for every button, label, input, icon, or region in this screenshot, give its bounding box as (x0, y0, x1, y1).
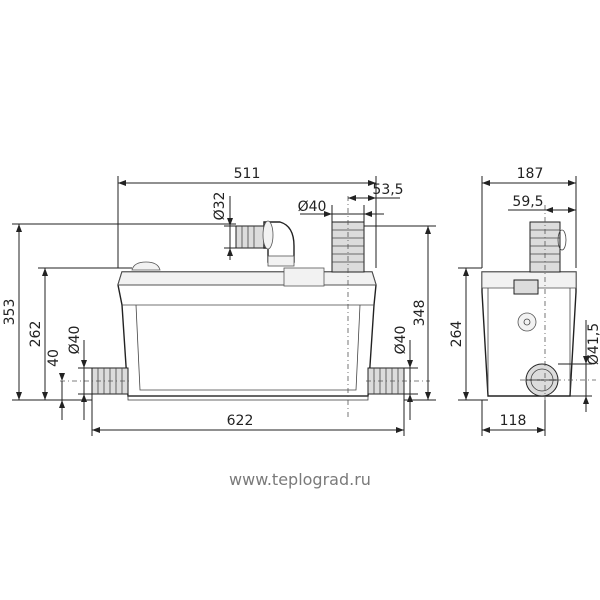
front-lid-cap (131, 261, 161, 271)
dim-side-inlet-d415: Ø41,5 (586, 323, 600, 365)
side-access-plug (517, 312, 537, 332)
dim-side-bottom-offset: 118 (500, 413, 527, 429)
dim-front-offset: 53,5 (372, 182, 403, 198)
side-inlet (525, 363, 559, 397)
dim-front-right-inlet-d40: Ø40 (393, 326, 409, 355)
dim-side-height: 264 (449, 321, 465, 348)
side-top-outlet (529, 221, 567, 273)
dim-side-width: 187 (517, 166, 544, 182)
front-top-box (283, 267, 325, 287)
front-top-inlet-elbow (235, 220, 295, 267)
dim-front-right-height: 348 (412, 300, 428, 327)
dim-front-inlet-d32: Ø32 (212, 192, 228, 221)
dim-front-height-top: 262 (28, 321, 44, 348)
dim-front-top-width: 511 (234, 166, 261, 182)
dim-front-left-inlet-d40: Ø40 (67, 326, 83, 355)
dim-front-left-inlet-height: 40 (46, 349, 62, 367)
watermark-text: www.teplograd.ru (229, 470, 371, 489)
dim-front-bottom-width: 622 (227, 413, 254, 429)
front-housing (117, 271, 377, 397)
front-view: 511 53,5 Ø40 Ø32 353 262 (2, 166, 436, 436)
dim-front-height-total: 353 (2, 299, 18, 326)
front-top-band (117, 271, 377, 286)
dim-side-offset: 59,5 (512, 194, 543, 210)
side-view: 187 59,5 264 Ø41,5 118 (449, 166, 600, 436)
dim-front-outlet-d40: Ø40 (298, 199, 327, 215)
